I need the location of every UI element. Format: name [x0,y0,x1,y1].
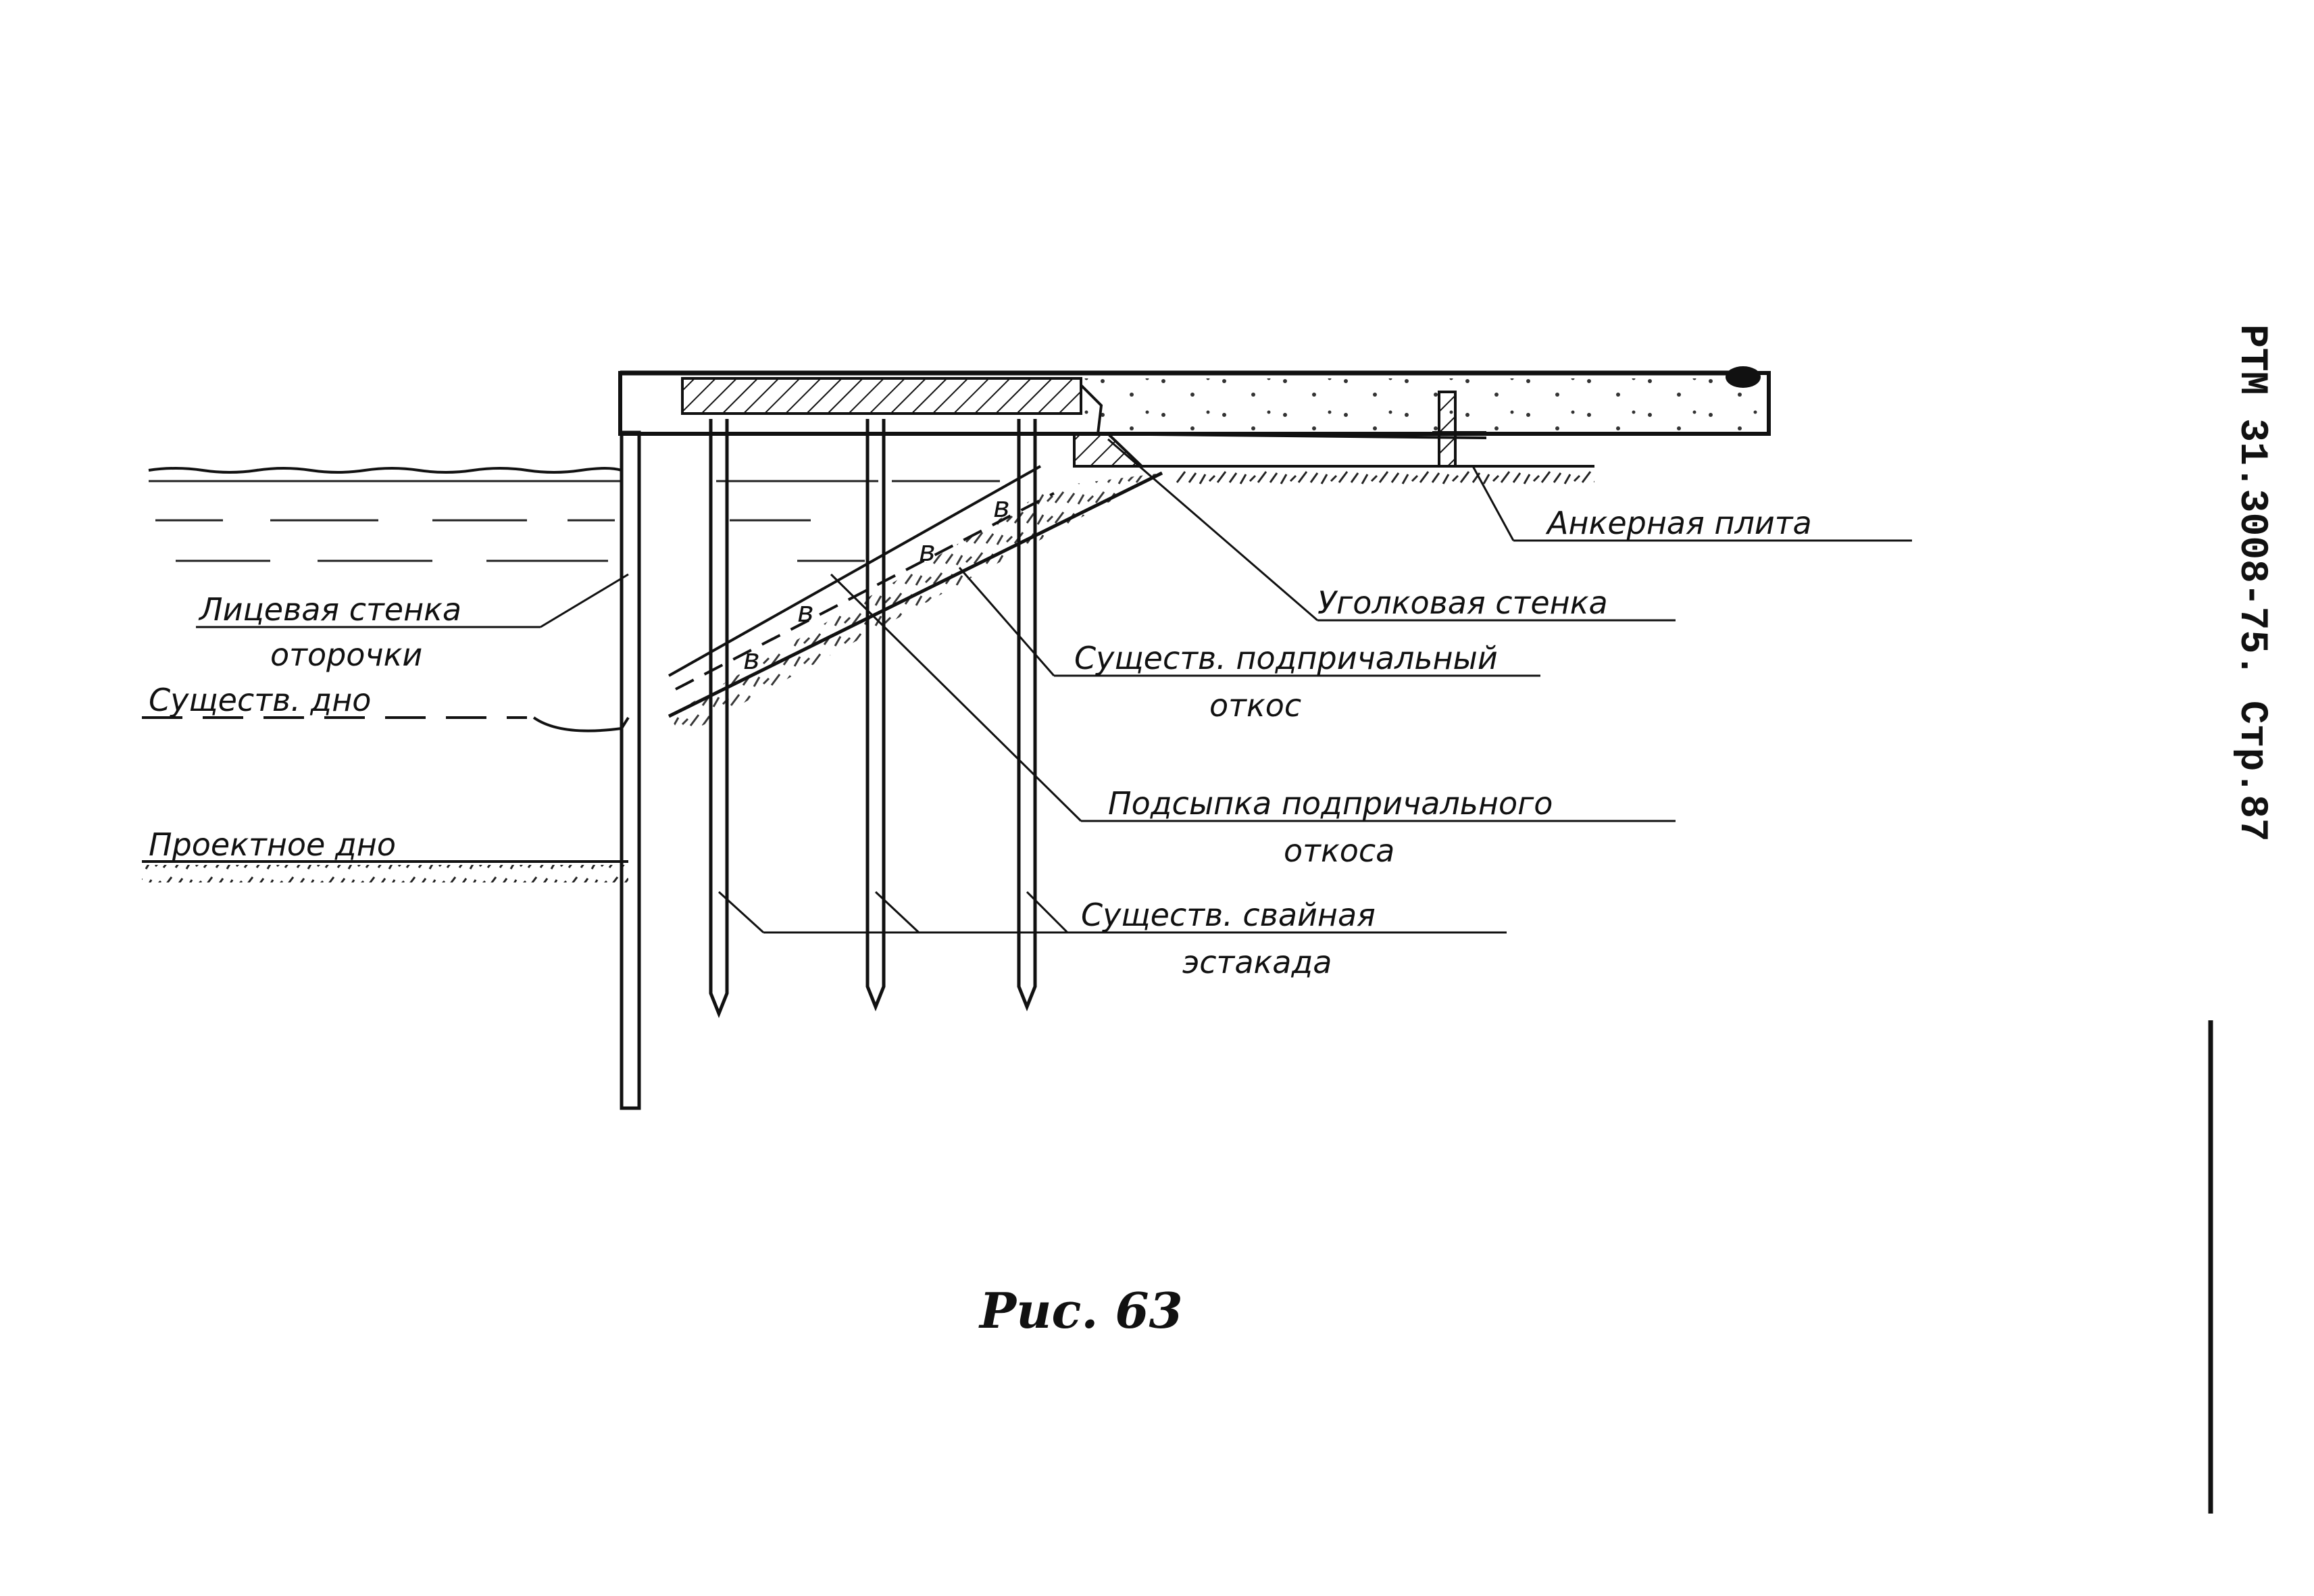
label-fill-slope-line1: Подсыпка подпричального [1108,785,1553,822]
trestle-pile-1 [709,419,729,1018]
label-anchor-plate: Анкерная плита [1545,505,1812,541]
trestle-piles [709,419,1037,1018]
label-existing-slope-line1: Существ. подпричальный [1074,640,1498,676]
design-bottom-line [142,860,628,882]
existing-slope: в в в в [668,465,1163,737]
figure-caption: Рис. 63 [978,1282,1183,1339]
water-lines [148,467,1000,562]
deck-slab [618,366,1771,439]
label-existing-slope-line2: откос [1209,687,1301,724]
label-trestle-line1: Существ. свайная [1081,897,1376,933]
sheet-reference: РТМ 31.3008-75. Стр.87 [2230,324,2273,842]
label-fill-slope-line2: откоса [1284,832,1394,869]
svg-text:в: в [919,534,936,568]
anchor-plate-structure [1432,391,1486,468]
face-wall-pile [620,430,641,1110]
label-corner-wall: Уголковая стенка [1317,584,1608,621]
label-trestle-line2: эстакада [1182,944,1332,980]
trestle-pile-2 [865,419,886,1012]
label-existing-bottom: Существ. дно [149,682,371,718]
trestle-pile-3 [1017,419,1037,1012]
label-face-wall-line2: оторочки [270,637,422,673]
sheet-reference-text: РТМ 31.3008-75. Стр.87 [2230,324,2273,842]
svg-text:в: в [797,595,814,628]
water-surface-line [148,467,622,474]
label-design-bottom: Проектное дно [149,826,396,863]
svg-text:в: в [743,643,760,676]
backfill-ground [1162,465,1594,485]
end-mark [1726,366,1761,388]
leader-lines [196,438,1912,934]
svg-text:в: в [993,491,1010,524]
corner-wall-structure [1073,432,1176,468]
label-face-wall-line1: Лицевая стенка [198,591,461,628]
existing-bottom-line [142,716,630,732]
